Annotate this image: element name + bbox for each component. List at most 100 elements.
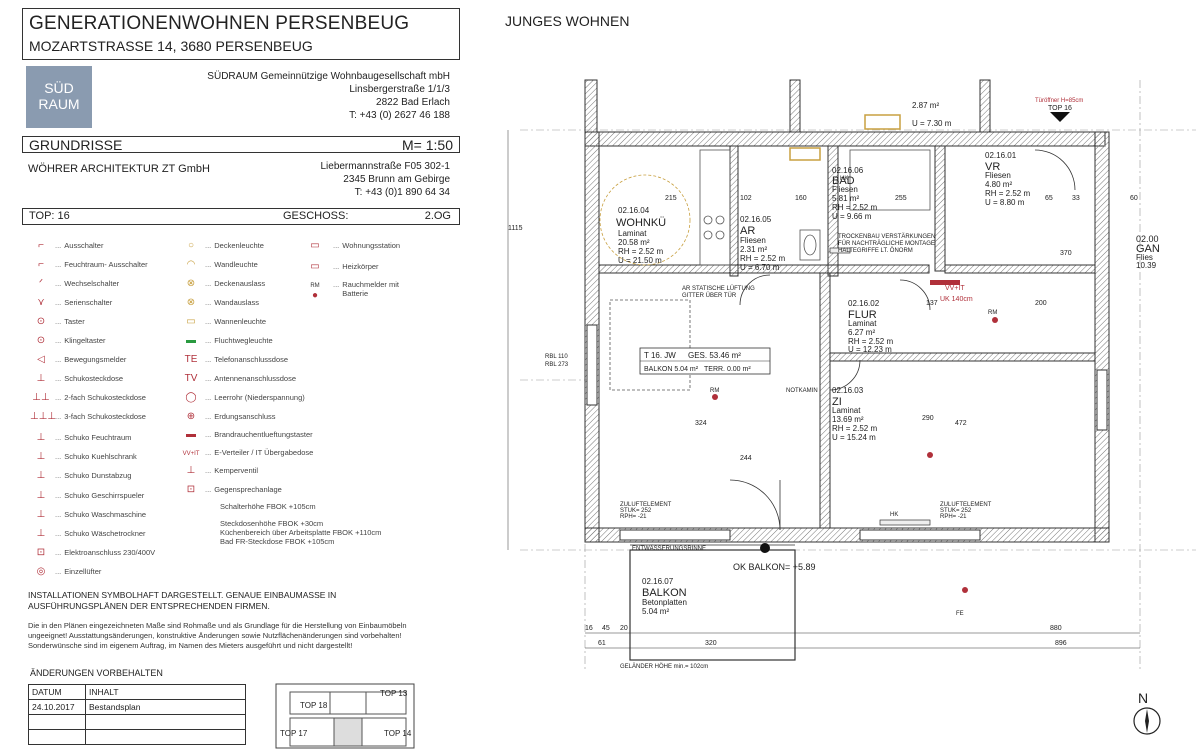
table-header-row: DATUM INHALT <box>28 684 246 700</box>
svg-text:U = 15.24 m: U = 15.24 m <box>832 433 876 442</box>
legend-item: ▬...Fluchtwegleuchte <box>180 335 273 346</box>
radiators <box>829 247 931 526</box>
svg-text:GES. 53.46 m²: GES. 53.46 m² <box>688 351 741 360</box>
distribution-board <box>930 280 960 285</box>
legend-item: ⊥...Schuko Feuchtraum <box>30 432 132 443</box>
svg-text:Flies: Flies <box>1136 253 1153 262</box>
legend-item: ⊗...Wandauslass <box>180 297 259 308</box>
legend-item: RM●...Rauchmelder mit Batterie <box>300 280 412 301</box>
svg-text:02.16.07: 02.16.07 <box>642 577 674 586</box>
svg-text:GAN: GAN <box>1136 243 1160 255</box>
legend-item: ⊥...Kemperventil <box>180 465 258 476</box>
svg-text:Laminat: Laminat <box>618 229 647 238</box>
svg-text:5.81 m²: 5.81 m² <box>832 194 859 203</box>
svg-text:RH = 2.52 m: RH = 2.52 m <box>848 337 893 346</box>
floor-value: 2.OG <box>424 210 451 222</box>
legend-item: TV...Antennenanschlussdose <box>180 373 296 384</box>
svg-text:61: 61 <box>598 640 606 647</box>
dimension-lines <box>507 130 1140 649</box>
disclaimer: Die in den Plänen eingezeichneten Maße s… <box>28 621 407 650</box>
antenna-socket-icon: TV <box>184 373 198 384</box>
switch-icon: ⌐ <box>38 240 44 251</box>
svg-text:1115: 1115 <box>508 225 523 232</box>
svg-text:02.16.06: 02.16.06 <box>832 166 864 175</box>
power-outlet-icon: ⊡ <box>36 547 46 558</box>
client-name: SÜDRAUM Gemeinnützige Wohnbaugesellschaf… <box>207 71 450 82</box>
svg-text:U = 7.30 m: U = 7.30 m <box>912 119 952 128</box>
socket-height-note: Steckdosenhöhe FBOK +30cm Küchenbereich … <box>220 519 382 546</box>
conduit-icon: ◯ <box>185 392 197 403</box>
phone-socket-icon: TE <box>184 354 198 365</box>
svg-text:Fliesen: Fliesen <box>985 171 1011 180</box>
svg-text:45: 45 <box>602 625 610 632</box>
legend-item: ⌐...Feuchtraum- Ausschalter <box>30 259 148 270</box>
col-content-header: INHALT <box>85 684 246 700</box>
top-summary: T 16. JW GES. 53.46 m² BALKON 5.04 m² TE… <box>639 347 771 375</box>
fan-icon: ◎ <box>36 566 46 577</box>
legend-item: ⊡...Elektroanschluss 230/400V <box>30 547 155 558</box>
svg-text:HALTEGRIFFE LT. ÖNORM: HALTEGRIFFE LT. ÖNORM <box>838 247 913 254</box>
washer-socket-icon: ⊥ <box>36 509 46 520</box>
svg-text:BAD: BAD <box>832 175 855 187</box>
svg-text:4.80 m²: 4.80 m² <box>985 180 1012 189</box>
svg-text:2.87 m²: 2.87 m² <box>912 101 939 110</box>
legend-item: ⊥⊥...2-fach Schukosteckdose <box>30 392 146 403</box>
legend-item: ⊙...Klingeltaster <box>30 335 106 346</box>
wet-socket-icon: ⊥ <box>36 432 46 443</box>
architect-city: 2345 Brunn am Gebirge <box>343 174 450 185</box>
plan-type-box: GRUNDRISSE M= 1:50 <box>22 136 460 153</box>
svg-text:65: 65 <box>1045 195 1053 202</box>
smoke-detector-icon: RM● <box>310 283 320 301</box>
svg-text:RM: RM <box>710 388 719 394</box>
svg-text:ZULUFTELEMENT: ZULUFTELEMENT <box>620 502 672 508</box>
svg-text:RH = 2.52 m: RH = 2.52 m <box>832 203 877 212</box>
distribution-board-icon: VV+IT <box>182 451 200 457</box>
change-content: Bestandsplan <box>85 699 246 715</box>
svg-text:RH = 2.52 m: RH = 2.52 m <box>985 189 1030 198</box>
svg-text:U = 21.50 m: U = 21.50 m <box>618 256 662 265</box>
legend-item: ⊕...Erdungsanschluss <box>180 411 276 422</box>
svg-text:02.16.04: 02.16.04 <box>618 206 650 215</box>
legend-item: ◁...Bewegungsmelder <box>30 354 126 365</box>
doorbell-button-icon: ⊙ <box>36 335 46 346</box>
svg-text:102: 102 <box>740 195 752 202</box>
svg-text:RBL 110: RBL 110 <box>545 354 568 360</box>
radiator-icon: ▭ <box>310 261 320 272</box>
motion-sensor-icon: ◁ <box>37 354 45 365</box>
level-marker-icon <box>760 543 770 553</box>
svg-text:FE: FE <box>956 611 964 617</box>
wall-light-icon: ◠ <box>186 259 196 270</box>
wet-switch-icon: ⌐ <box>38 259 44 270</box>
north-label: N <box>1138 690 1149 706</box>
legend-item: ⊥⊥⊥...3-fach Schukosteckdose <box>30 411 146 422</box>
doors <box>729 149 1076 531</box>
hood-socket-icon: ⊥ <box>36 470 46 481</box>
bath-light-icon: ▭ <box>186 316 196 327</box>
legend-item: ▭...Wannenleuchte <box>180 316 266 327</box>
svg-text:OK BALKON= +5.89: OK BALKON= +5.89 <box>733 562 816 572</box>
svg-text:60: 60 <box>1130 195 1138 202</box>
svg-text:02.16.03: 02.16.03 <box>832 386 864 395</box>
svg-text:Fliesen: Fliesen <box>740 236 766 245</box>
smoke-vent-button-icon: ▬ <box>186 429 196 440</box>
dimensions: 215 102 160 255 65 33 60 200 137 324 472… <box>508 195 1138 647</box>
svg-text:NOTKAMIN: NOTKAMIN <box>786 388 818 394</box>
dishwasher-socket-icon: ⊥ <box>36 490 46 501</box>
svg-text:HK: HK <box>840 176 848 182</box>
legend-item: VV+IT...E-Verteiler / IT Übergabedose <box>180 447 314 458</box>
svg-text:HK: HK <box>890 512 898 518</box>
svg-text:02.16.02: 02.16.02 <box>848 299 880 308</box>
svg-text:02.16.05: 02.16.05 <box>740 215 772 224</box>
legend-item: ⊥...Schuko Waschmaschine <box>30 509 146 520</box>
wall-outlet-icon: ⊗ <box>186 297 196 308</box>
svg-text:STUK= 252: STUK= 252 <box>620 508 652 514</box>
legend-item: ⊗...Deckenauslass <box>180 278 265 289</box>
legend-item: ⊙...Taster <box>30 316 85 327</box>
legend-item: ▭...Heizkörper <box>300 261 378 272</box>
legend-item: ⊥...Schuko Geschirrspueler <box>30 490 145 501</box>
changeover-switch-icon: ᐟ <box>38 278 44 289</box>
svg-text:13.69 m²: 13.69 m² <box>832 415 864 424</box>
floor-plan: 02.16.04 WOHNKÜ Laminat 20.58 m² RH = 2.… <box>507 79 1196 670</box>
svg-text:20.58 m²: 20.58 m² <box>618 238 650 247</box>
plan-heading: JUNGES WOHNEN <box>505 13 630 29</box>
